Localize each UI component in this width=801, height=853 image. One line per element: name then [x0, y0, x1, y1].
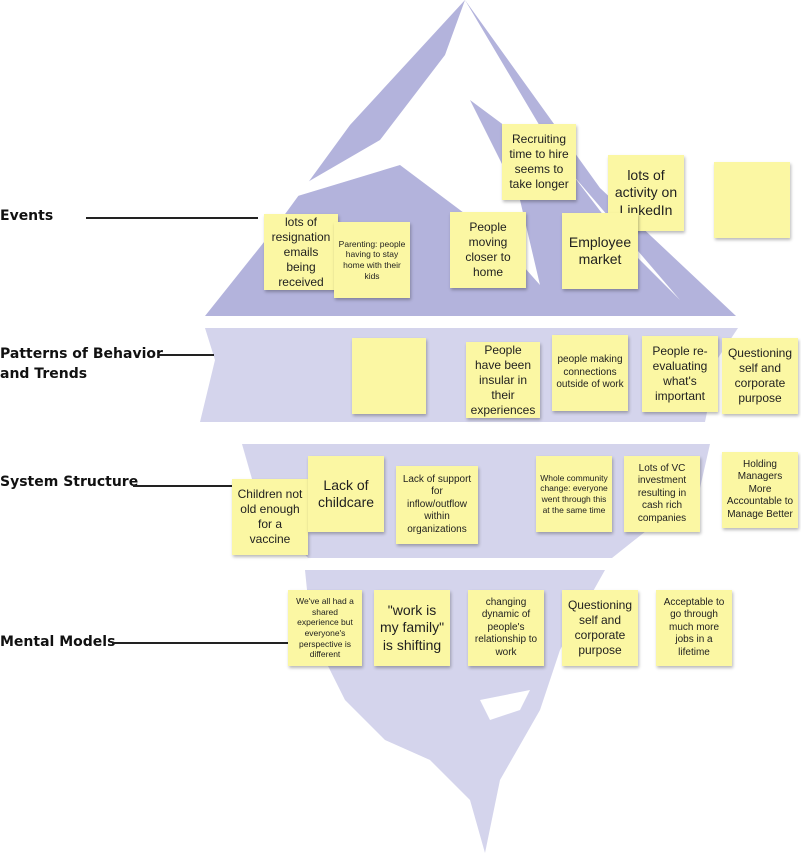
- iceberg-underwater-highlight: [480, 690, 530, 720]
- level-label-structure: System Structure: [0, 474, 139, 490]
- leader-line-events: [86, 217, 258, 219]
- sticky-note[interactable]: Children not old enough for a vaccine: [232, 479, 308, 555]
- iceberg-underwater-highlight: [330, 700, 380, 760]
- sticky-note[interactable]: lots of resignation emails being receive…: [264, 214, 338, 290]
- sticky-note[interactable]: Lack of support for inflow/outflow withi…: [396, 466, 478, 544]
- sticky-note[interactable]: Questioning self and corporate purpose: [722, 338, 798, 414]
- sticky-note[interactable]: People have been insular in their experi…: [466, 342, 540, 418]
- sticky-note[interactable]: Recruiting time to hire seems to take lo…: [502, 124, 576, 200]
- iceberg-tip-highlight: [268, 0, 680, 300]
- level-label-patterns: Patterns of Behavior and Trends: [0, 344, 163, 384]
- level-label-patterns-line1: Patterns of Behavior: [0, 346, 163, 362]
- sticky-note[interactable]: Questioning self and corporate purpose: [562, 590, 638, 666]
- level-label-mental: Mental Models: [0, 634, 116, 650]
- sticky-note[interactable]: Whole community change: everyone went th…: [536, 456, 612, 532]
- sticky-note[interactable]: Holding Managers More Accountable to Man…: [722, 452, 798, 528]
- sticky-note[interactable]: Lots of VC investment resulting in cash …: [624, 456, 700, 532]
- sticky-note[interactable]: People re-evaluating what's important: [642, 336, 718, 412]
- sticky-note-blank[interactable]: [352, 338, 426, 414]
- leader-line-mental: [112, 642, 292, 644]
- sticky-note[interactable]: Lack of childcare: [308, 456, 384, 532]
- level-label-events: Events: [0, 208, 54, 224]
- sticky-note[interactable]: people making connections outside of wor…: [552, 335, 628, 411]
- sticky-note[interactable]: "work is my family" is shifting: [374, 590, 450, 666]
- sticky-note[interactable]: changing dynamic of people's relationshi…: [468, 590, 544, 666]
- level-label-patterns-line2: and Trends: [0, 366, 88, 382]
- leader-line-structure: [133, 485, 232, 487]
- sticky-note-blank[interactable]: [714, 162, 790, 238]
- sticky-note[interactable]: We've all had a shared experience but ev…: [288, 590, 362, 666]
- sticky-note[interactable]: Employee market: [562, 213, 638, 289]
- leader-line-patterns: [158, 354, 214, 356]
- sticky-note[interactable]: People moving closer to home: [450, 212, 526, 288]
- sticky-note[interactable]: Parenting: people having to stay home wi…: [334, 222, 410, 298]
- sticky-note[interactable]: Acceptable to go through much more jobs …: [656, 590, 732, 666]
